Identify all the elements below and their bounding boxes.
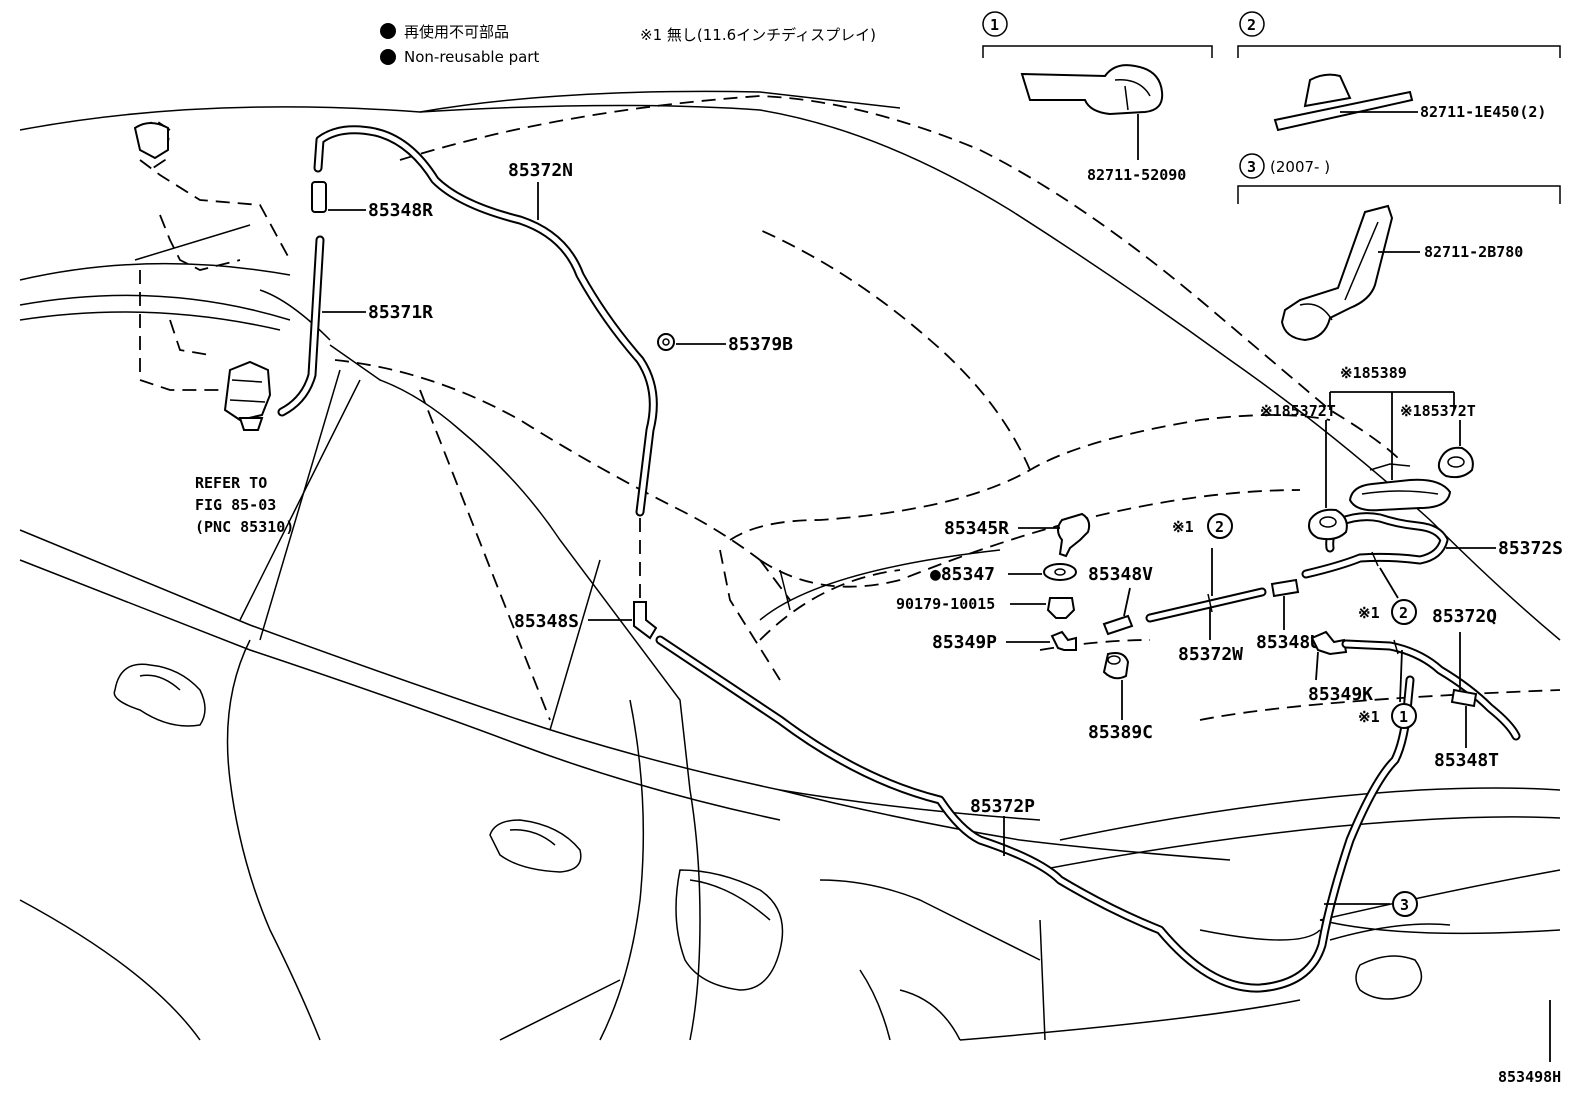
inset-3-part-number: 82711-2B780 (1424, 243, 1523, 261)
label-85371R: 85371R (368, 302, 433, 323)
washer-pump (223, 360, 272, 431)
ref-a-number: 2 (1215, 518, 1224, 536)
inset-1-nozzle-part (1020, 64, 1164, 116)
label-refer-1: REFER TO (195, 474, 267, 492)
washer-85347 (1043, 563, 1077, 581)
connector-85348U (1270, 578, 1300, 598)
inset-3-nozzle-part (1280, 204, 1394, 342)
label-85389: ※185389 (1340, 364, 1407, 382)
inset-1-part-number: 82711-52090 (1087, 166, 1186, 184)
label-85372S: 85372S (1498, 538, 1563, 559)
grommet-85372T-left (1308, 508, 1348, 541)
ref-c-number: 1 (1399, 708, 1408, 726)
legend-bullet-en (380, 49, 396, 65)
label-85348R: 85348R (368, 200, 433, 221)
label-85349K: 85349K (1308, 684, 1373, 705)
inset-box-3: 3 (2007- ) 82711-2B780 (1237, 153, 1561, 342)
nozzle-85345R (1057, 512, 1091, 558)
label-85372W: 85372W (1178, 644, 1243, 665)
label-85372T-left: ※185372T (1260, 402, 1336, 420)
note-top: ※1 無し(11.6インチディスプレイ) (640, 26, 876, 44)
connector-85348V (1102, 614, 1134, 636)
grommet-85372T-right (1437, 446, 1474, 479)
label-85348U: 85348U (1256, 632, 1321, 653)
label-85389C: 85389C (1088, 722, 1153, 743)
label-refer-3: (PNC 85310) (195, 518, 294, 536)
label-85347: ●85347 (930, 564, 995, 585)
inset-2-part-number: 82711-1E450(2) (1420, 103, 1546, 121)
figure-code: 853498H (1498, 1068, 1561, 1086)
clip-85379B (657, 333, 675, 351)
inset-3-date: (2007- ) (1270, 158, 1330, 176)
nut-90179-10015 (1046, 597, 1076, 619)
inset-box-1: 1 82711-52090 (982, 11, 1213, 184)
vehicle-body-outline (19, 90, 1561, 1041)
inset-3-number: 3 (1247, 158, 1256, 176)
label-85372P: 85372P (970, 796, 1035, 817)
inset-1-number: 1 (990, 16, 999, 34)
label-85379B: 85379B (728, 334, 793, 355)
label-85372T-right: ※185372T (1400, 402, 1476, 420)
legend-jp: 再使用不可部品 (404, 23, 509, 41)
label-85349P: 85349P (932, 632, 997, 653)
label-85372Q: 85372Q (1432, 606, 1497, 627)
inset-2-nozzle-part (1273, 90, 1414, 132)
ref-circle-3: 3 (1400, 896, 1409, 914)
label-85348T: 85348T (1434, 750, 1499, 771)
legend-en: Non-reusable part (404, 48, 539, 66)
legend-bullet-jp (380, 23, 396, 39)
connector-85349P (1050, 630, 1077, 651)
ref-a-mark: ※1 (1172, 518, 1194, 536)
ref-b-mark: ※1 (1358, 604, 1380, 622)
label-85372N: 85372N (508, 160, 573, 181)
holder-85389 (1348, 478, 1452, 512)
label-refer-2: FIG 85-03 (195, 496, 276, 514)
label-85348V: 85348V (1088, 564, 1153, 585)
ref-b-number: 2 (1399, 604, 1408, 622)
label-85348S: 85348S (514, 611, 579, 632)
washer-tank-ghost (19, 118, 291, 391)
inset-2-number: 2 (1247, 16, 1256, 34)
label-85345R: 85345R (944, 518, 1009, 539)
ref-c-mark: ※1 (1358, 708, 1380, 726)
connector-85348T (1450, 688, 1478, 708)
connector-85348S (633, 601, 658, 640)
grommet-85389C (1102, 652, 1130, 680)
connector-85348R (311, 181, 327, 213)
label-90179-10015: 90179-10015 (896, 595, 995, 613)
inset-box-2: 2 82711-1E450(2) (1237, 11, 1561, 132)
